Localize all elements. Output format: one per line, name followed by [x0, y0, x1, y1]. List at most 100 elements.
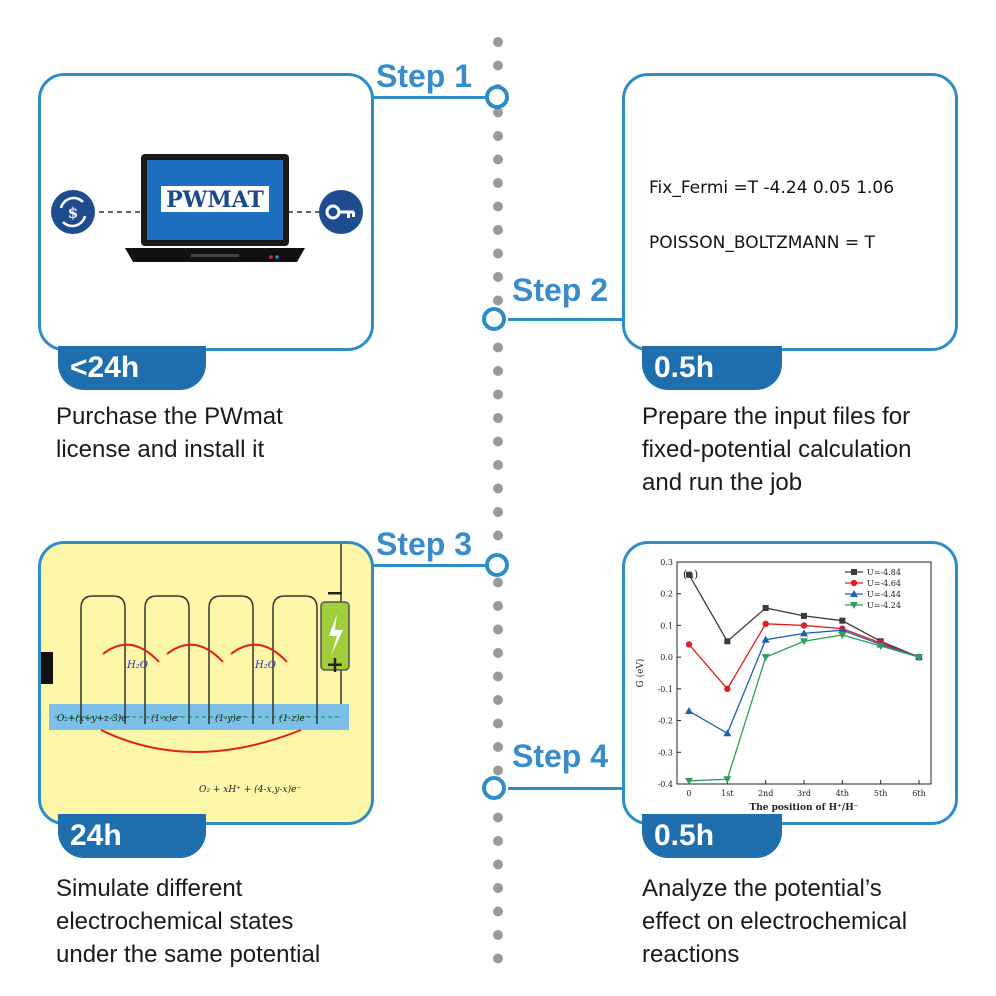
timeline-dot [493, 107, 503, 118]
legend-entry: U=-4.84 [845, 568, 901, 577]
dollar-refresh-icon: $ [51, 190, 95, 234]
caption-line: fixed-potential calculation [642, 436, 912, 463]
timeline-dot [493, 718, 503, 729]
data-point [915, 654, 923, 662]
timeline-dot [493, 389, 503, 400]
battery-icon: − + [320, 580, 350, 678]
legend-label: U=-4.84 [867, 568, 901, 577]
x-tick-label: 1st [721, 789, 734, 798]
data-point [761, 654, 770, 662]
data-point [838, 626, 847, 634]
svg-text:H₂O: H₂O [126, 660, 148, 671]
svg-text:H₂O: H₂O [254, 660, 276, 671]
step4-node [482, 776, 506, 800]
timeline-dot [493, 648, 503, 658]
timeline-dot [493, 953, 503, 964]
data-point [685, 641, 693, 648]
data-point [723, 729, 732, 737]
y-tick-label: -0.1 [658, 685, 673, 694]
step1-connector [372, 96, 486, 99]
step4-label: Step 4 [512, 738, 609, 774]
svg-text:(1-x)e⁻: (1-x)e⁻ [151, 713, 182, 724]
step2-time-badge: 0.5h [642, 346, 782, 390]
timeline-dot [493, 295, 503, 306]
timeline-dot [493, 530, 503, 541]
data-point [761, 635, 770, 643]
timeline-dot [493, 272, 503, 282]
timeline-dot [493, 37, 503, 47]
x-tick-label: 4th [836, 789, 849, 798]
step2-caption: Prepare the input files for fixed-potent… [642, 400, 912, 499]
y-tick-label: 0.2 [660, 590, 673, 599]
step4-time-badge: 0.5h [642, 814, 782, 858]
timeline-dot [493, 436, 503, 447]
timeline-dot [493, 765, 503, 776]
timeline-dot [493, 178, 503, 188]
key-icon [319, 190, 363, 234]
timeline-dot [493, 836, 503, 846]
timeline-dot [493, 577, 503, 588]
data-point [800, 629, 808, 637]
timeline-dot [493, 342, 503, 353]
caption-line: Simulate different [56, 875, 243, 902]
data-point [685, 777, 693, 785]
electrode-loops [80, 595, 318, 724]
timeline-dot [493, 507, 503, 517]
data-point [686, 571, 692, 578]
timeline-dot [493, 366, 503, 376]
y-tick-label: 0.1 [660, 621, 673, 630]
timeline-dot [493, 601, 503, 611]
svg-text:$: $ [68, 204, 78, 222]
step1-time-badge: <24h [58, 346, 206, 390]
step3-time-badge: 24h [58, 814, 206, 858]
timeline-dot [493, 695, 503, 705]
y-axis-label: G (eV) [635, 659, 646, 688]
svg-text:−: − [326, 580, 344, 606]
step2-node [482, 307, 506, 331]
caption-line: Prepare the input files for [642, 403, 911, 430]
step3-label: Step 3 [376, 526, 473, 562]
data-point [800, 622, 808, 629]
timeline-dot [493, 60, 503, 71]
step2-connector [508, 318, 624, 321]
data-point [839, 617, 846, 624]
legend-entry: U=-4.44 [845, 590, 901, 599]
timeline-dot [493, 671, 503, 682]
step3-card: − + H₂O H₂O O₂+(x+y+z-3)e⁻ (1-x)e⁻ (1-y)… [38, 541, 374, 825]
x-tick-label: 3rd [797, 789, 811, 798]
timeline-dot [493, 460, 503, 470]
x-tick-label: 5th [874, 789, 887, 798]
timeline-dot [493, 624, 503, 635]
step4-connector [508, 787, 624, 790]
data-point [876, 643, 885, 651]
data-point [685, 707, 693, 715]
code-line-poisson: POISSON_BOLTZMANN = T [649, 233, 875, 253]
caption-line: reactions [642, 941, 740, 968]
svg-text:O₂+(x+y+z-3)e⁻: O₂+(x+y+z-3)e⁻ [57, 713, 132, 724]
timeline-dot [493, 225, 503, 235]
svg-text:(1-y)e⁻: (1-y)e⁻ [215, 713, 246, 724]
step4-caption: Analyze the potential’s effect on electr… [642, 872, 907, 971]
caption-line: Purchase the PWmat [56, 403, 283, 430]
step2-card: Fix_Fermi =T -4.24 0.05 1.06 POISSON_BOL… [622, 73, 958, 351]
timeline-dot [493, 859, 503, 870]
x-tick-label: 0 [686, 789, 691, 798]
timeline-dot [493, 201, 503, 212]
timeline-dot [493, 930, 503, 940]
laptop-icon: PWMAT [125, 154, 305, 262]
timeline-dot [493, 248, 503, 259]
timeline-dot [493, 883, 503, 893]
legend-label: U=-4.64 [867, 579, 901, 588]
data-point [851, 569, 857, 575]
data-point [800, 638, 808, 646]
laptop-illustration: $ PWMAT [51, 154, 363, 262]
data-point [723, 776, 732, 784]
step1-caption: Purchase the PWmat license and install i… [56, 400, 283, 466]
step1-node [485, 85, 509, 109]
series-line [688, 634, 920, 782]
y-tick-label: 0.3 [660, 558, 673, 567]
x-tick-label: 6th [912, 789, 925, 798]
caption-line: license and install it [56, 436, 265, 463]
step2-label: Step 2 [512, 272, 609, 308]
